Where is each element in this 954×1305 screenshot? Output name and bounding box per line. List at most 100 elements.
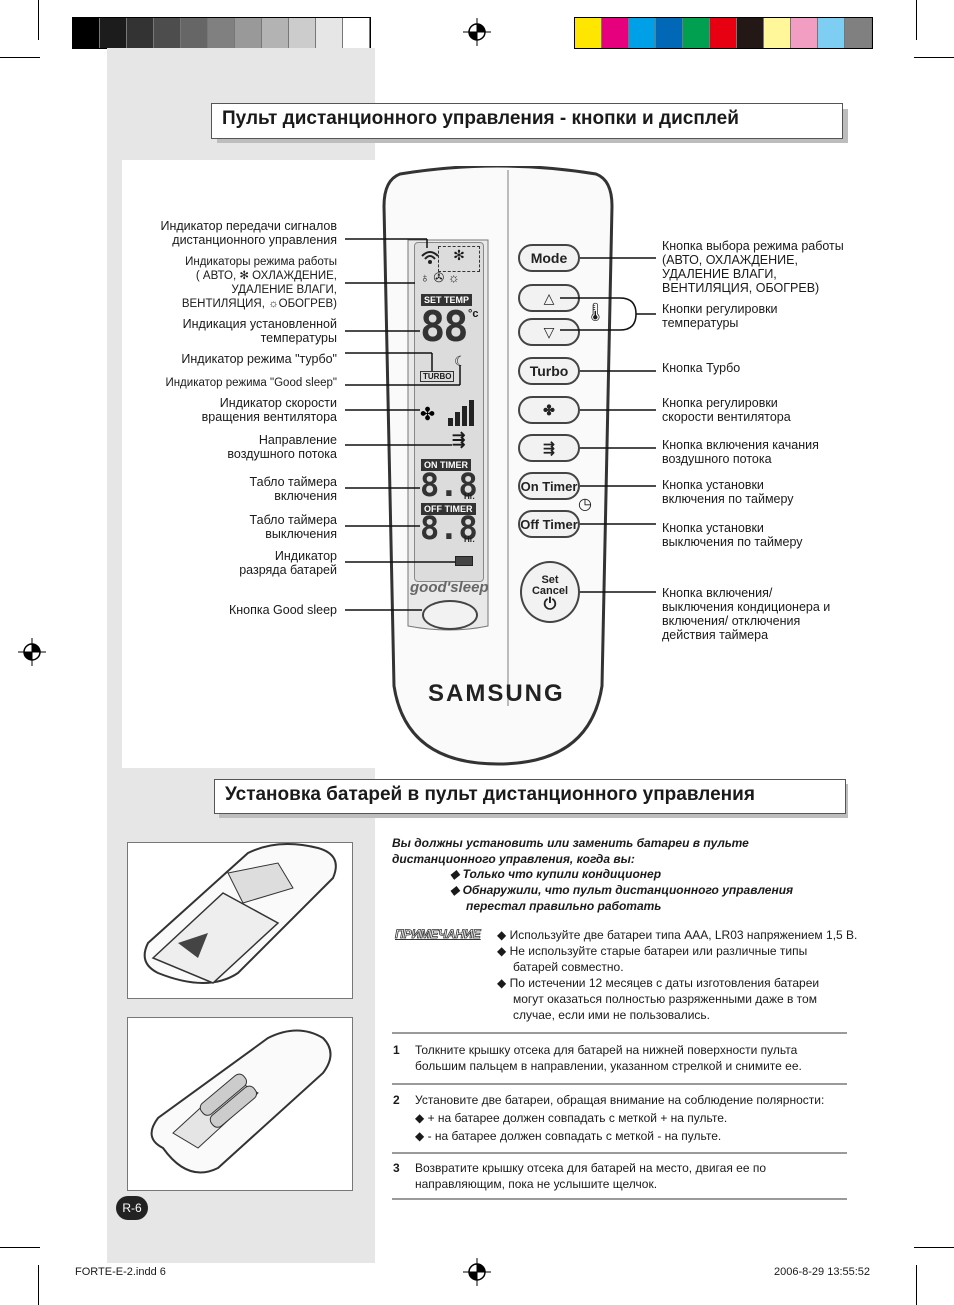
step-number: 3 <box>393 1160 400 1176</box>
power-button[interactable]: Set Cancel ⏻ <box>520 561 580 623</box>
color-swatch <box>710 18 737 48</box>
step-number-text: 3 <box>393 1161 400 1175</box>
crop-mark <box>914 57 954 58</box>
swing-button-icon: ⇶ <box>543 439 555 456</box>
color-swatch <box>575 18 602 48</box>
process-color-bar <box>574 17 873 49</box>
label-line: Кнопка установки <box>662 521 764 535</box>
samsung-logo: SAMSUNG <box>428 680 565 708</box>
color-swatch <box>764 18 791 48</box>
on-timer-digits: 8.8 <box>420 466 478 504</box>
step-number-text: 2 <box>393 1093 400 1107</box>
diamond-bullet-icon: ◆ <box>497 976 507 990</box>
thermometer-icon: 🌡 <box>584 302 607 322</box>
note-text: По истечении 12 месяцев с даты изготовле… <box>509 976 820 990</box>
on-timer-tag: ON TIMER <box>421 459 471 471</box>
label-line: ВЕНТИЛЯЦИЯ, ☼ОБОГРЕВ) <box>181 298 337 310</box>
intro-bullet-text: Только что купили кондиционер <box>462 867 662 881</box>
intro-bullet-text: перестал правильно работать <box>466 899 662 913</box>
off-timer-tag-text: OFF TIMER <box>424 504 473 514</box>
label-turbo-indicator: Индикатор режима "турбо" <box>181 352 337 366</box>
crop-mark <box>0 1247 40 1248</box>
color-swatch <box>845 18 872 48</box>
grayscale-color-bar <box>72 17 371 49</box>
label-fan-speed-indicator: Индикатор скорости вращения вентилятора <box>202 396 337 424</box>
mode-button[interactable]: Mode <box>518 244 580 272</box>
off-timer-button[interactable]: Off Timer <box>518 510 580 538</box>
label-line: ( АВТО, ✻ ОХЛАЖДЕНИЕ, <box>195 270 337 282</box>
label-off-timer-display: Табло таймера выключения <box>250 513 337 541</box>
mode-indicators-row-icon: ♁ ✇ ☼ <box>420 270 460 285</box>
label-on-timer-button: Кнопка установки включения по таймеру <box>662 478 794 506</box>
step-text: Толкните крышку отсека для батарей на ни… <box>415 1042 802 1074</box>
note-text: Не используйте старые батареи или различ… <box>509 944 808 958</box>
diamond-bullet-icon: ◆ <box>415 1111 425 1125</box>
label-line: Индикатор <box>274 549 337 563</box>
label-line: Кнопка выбора режима работы <box>662 239 844 253</box>
color-swatch <box>127 18 154 48</box>
label-set-temperature: Индикация установленной температуры <box>183 317 337 345</box>
label-line: Кнопка включения/ <box>662 586 773 600</box>
step-bullet: - на батарее должен совпадать с меткой -… <box>427 1129 722 1143</box>
label-airflow-direction: Направление воздушного потока <box>227 433 337 461</box>
label-line: воздушного потока <box>662 452 772 466</box>
temperature-unit: °c <box>468 308 479 320</box>
page-title: Пульт дистанционного управления - кнопки… <box>211 103 843 139</box>
on-timer-tag-text: ON TIMER <box>424 460 468 470</box>
diamond-bullet-icon: ◆ <box>450 867 460 881</box>
signal-transmit-icon <box>420 248 440 269</box>
label-line: (АВТО, ОХЛАЖДЕНИЕ, <box>662 253 798 267</box>
color-swatch <box>602 18 629 48</box>
label-line: Табло таймера <box>249 513 337 527</box>
label-good-sleep-indicator: Индикатор режима "Good sleep" <box>165 376 337 390</box>
off-timer-tag: OFF TIMER <box>421 503 476 515</box>
intro-line: дистанционного управления, когда вы: <box>392 852 635 866</box>
step-line: направляющим, пока не услышите щелчок. <box>415 1177 658 1191</box>
color-swatch <box>629 18 656 48</box>
label-line: включения/ отключения <box>662 614 801 628</box>
label-line: скорости вентилятора <box>662 410 791 424</box>
on-timer-hr: Hr. <box>464 490 475 503</box>
label-line: вращения вентилятора <box>201 410 337 424</box>
label-line: выключения <box>265 527 337 541</box>
note-text: Используйте две батареи типа AAA, LR03 н… <box>509 928 858 942</box>
temp-up-button[interactable]: △ <box>518 284 580 312</box>
label-good-sleep-button: Кнопка Good sleep <box>229 603 337 617</box>
section2-title-text: Установка батарей в пульт дистанционного… <box>225 784 755 805</box>
color-swatch <box>73 18 100 48</box>
step-divider <box>392 1152 847 1154</box>
good-sleep-button[interactable] <box>422 600 478 630</box>
crop-mark <box>916 1265 917 1305</box>
step-divider <box>392 1083 847 1085</box>
swing-button[interactable]: ⇶ <box>518 434 580 462</box>
section2-title: Установка батарей в пульт дистанционного… <box>214 779 846 814</box>
power-icon: ⏻ <box>543 595 557 613</box>
temp-down-button[interactable]: ▽ <box>518 318 580 346</box>
label-line: Индикатор режима "Good sleep" <box>165 377 337 389</box>
step-text: Возвратите крышку отсека для батарей на … <box>415 1160 766 1192</box>
on-timer-button[interactable]: On Timer <box>518 472 580 500</box>
airflow-direction-icon: ⇶ <box>452 432 466 449</box>
temperature-unit-text: °c <box>468 308 479 320</box>
step-bullet: + на батарее должен совпадать с меткой +… <box>427 1111 728 1125</box>
color-swatch <box>262 18 289 48</box>
fan-speed-icon: ✤ <box>420 398 478 433</box>
diamond-bullet-icon: ◆ <box>497 928 507 942</box>
good-sleep-logo: good'sleep <box>410 579 489 596</box>
off-timer-hr: Hr. <box>464 533 475 546</box>
crop-mark <box>914 1247 954 1248</box>
turbo-button[interactable]: Turbo <box>518 357 580 385</box>
color-swatch <box>316 18 343 48</box>
label-line: выключения кондиционера и <box>662 600 831 614</box>
fan-speed-button[interactable]: ✤ <box>518 396 580 424</box>
step-line: Возвратите крышку отсека для батарей на … <box>415 1161 767 1175</box>
turbo-button-label: Turbo <box>529 363 569 379</box>
diamond-bullet-icon: ◆ <box>497 944 507 958</box>
step-number-text: 1 <box>393 1043 400 1057</box>
registration-mark-icon <box>463 1258 491 1286</box>
label-mode-button: Кнопка выбора режима работы (АВТО, ОХЛАЖ… <box>662 239 844 295</box>
label-off-timer-button: Кнопка установки выключения по таймеру <box>662 521 803 549</box>
step-number: 2 <box>393 1092 400 1108</box>
set-temp-tag: SET TEMP <box>421 294 473 306</box>
battery-cover-removal-image <box>127 842 353 999</box>
